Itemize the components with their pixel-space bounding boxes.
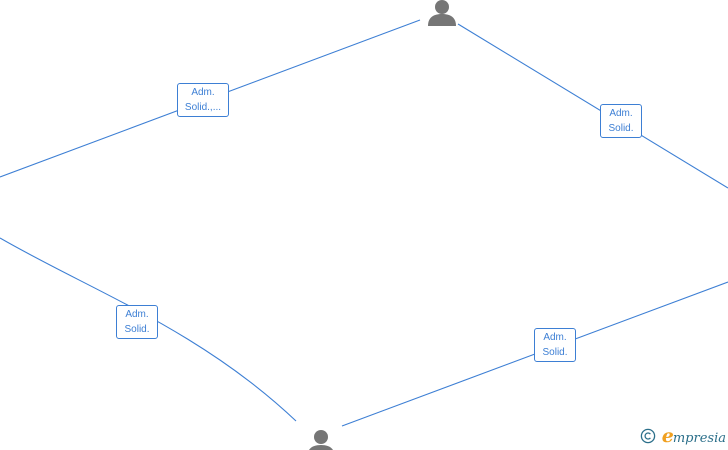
edge-label-line1: Adm. bbox=[125, 309, 149, 320]
edge-label-line1: Adm. bbox=[609, 108, 633, 119]
edge-label-line1: Adm. bbox=[543, 332, 567, 343]
edge-label[interactable]: Adm. Solid. bbox=[116, 305, 158, 339]
edge-label-line2: Solid. bbox=[608, 123, 634, 134]
brand-initial: e bbox=[661, 425, 674, 447]
empresia-watermark: e mpresia bbox=[640, 425, 726, 447]
edge-label[interactable]: Adm. Solid. bbox=[600, 104, 642, 138]
edge-label-line2: Solid. bbox=[124, 324, 150, 335]
edge-label[interactable]: Adm. Solid.,... bbox=[177, 83, 229, 117]
edge-label-line1: Adm. bbox=[191, 87, 215, 98]
edge-label-line2: Solid. bbox=[542, 347, 568, 358]
empresia-logo: e mpresia bbox=[662, 425, 726, 447]
edge-label-line2: Solid.,... bbox=[184, 102, 222, 113]
edge-label[interactable]: Adm. Solid. bbox=[534, 328, 576, 362]
person-icon[interactable] bbox=[306, 428, 336, 450]
edge-top-right bbox=[457, 23, 728, 189]
person-icon[interactable] bbox=[427, 0, 457, 30]
copyright-icon bbox=[640, 428, 656, 444]
brand-name: mpresia bbox=[672, 431, 726, 446]
